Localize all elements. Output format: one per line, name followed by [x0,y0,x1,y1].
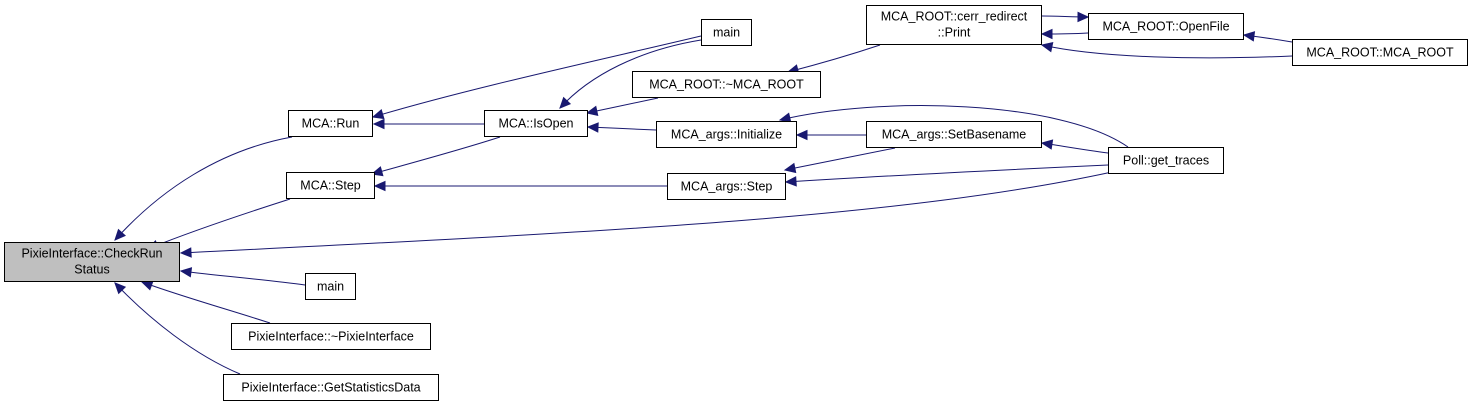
edge-pixie-destructor-to-check-run-status [141,281,271,324]
node-mca-args-step[interactable]: MCA_args::Step [667,173,786,200]
edges-layer [114,11,1293,375]
node-mca-root-destructor-label: MCA_ROOT::~MCA_ROOT [649,77,804,91]
node-mca-root-openfile-label: MCA_ROOT::OpenFile [1102,19,1229,33]
node-mca-isopen[interactable]: MCA::IsOpen [484,110,588,137]
arrowhead-mca-run [371,108,385,120]
node-mca-root-openfile[interactable]: MCA_ROOT::OpenFile [1088,13,1244,40]
arrowhead-mca-isopen [586,122,599,133]
node-pixie-destructor-label: PixieInterface::~PixieInterface [248,329,414,343]
node-cerr-redirect-print-label-2: ::Print [938,25,971,39]
arrowhead-mca-isopen [585,105,599,116]
edge-main-bottom-to-check-run-status [180,270,306,286]
arrowhead-check-run-status [140,280,154,291]
arrowhead-mca-args-step [783,162,797,174]
node-mca-step[interactable]: MCA::Step [286,172,375,199]
edge-mca-run-to-check-run-status [114,136,293,241]
node-main-bottom[interactable]: main [305,273,356,300]
arrowhead-mca-step [373,180,386,192]
node-mca-args-initialize-label: MCA_args::Initialize [671,127,782,141]
node-check-run-status[interactable]: PixieInterface::CheckRun Status [4,242,180,282]
arrowhead-mca-run [372,118,385,130]
arrowhead-check-run-status [114,282,127,295]
node-main-top[interactable]: main [701,19,752,46]
edge-mca-step-to-check-run-status [149,198,291,249]
node-mca-step-label: MCA::Step [300,178,360,192]
edge-poll-get-traces-to-mca-args-step [785,164,1109,183]
edge-mca-isopen-to-mca-step [371,136,501,175]
node-main-top-label: main [713,25,740,39]
node-cerr-redirect-print-label-1: MCA_ROOT::cerr_redirect [881,9,1028,23]
edge-get-statistics-data-to-check-run-status [114,282,241,375]
node-check-run-status-label-2: Status [74,262,109,276]
node-mca-root-constructor[interactable]: MCA_ROOT::MCA_ROOT [1292,39,1468,66]
node-poll-get-traces[interactable]: Poll::get_traces [1108,147,1224,174]
arrowhead-check-run-status [114,228,126,241]
arrowhead-mca-args-setbasename [1040,139,1054,150]
node-mca-args-setbasename-label: MCA_args::SetBasename [882,127,1027,141]
arrowhead-cerr-redirect-print [1040,28,1053,40]
edge-cerr-redirect-print-to-mca-root-destructor [787,44,881,73]
edge-main-top-to-mca-isopen [559,39,702,109]
arrowhead-mca-args-initialize [795,129,808,141]
edge-poll-get-traces-to-mca-args-initialize [779,105,1129,148]
node-mca-args-initialize[interactable]: MCA_args::Initialize [656,121,797,148]
node-mca-run[interactable]: MCA::Run [288,110,373,137]
edge-mca-root-destructor-to-mca-isopen [586,97,659,114]
node-cerr-redirect-print[interactable]: MCA_ROOT::cerr_redirect ::Print [866,5,1042,45]
edge-mca-root-constructor-to-cerr-redirect-print [1041,44,1293,59]
node-mca-root-destructor[interactable]: MCA_ROOT::~MCA_ROOT [632,71,821,98]
node-get-statistics-data-label: PixieInterface::GetStatisticsData [241,380,420,394]
arrowhead-check-run-status [179,267,193,278]
node-pixie-destructor[interactable]: PixieInterface::~PixieInterface [231,323,431,350]
arrowhead-mca-args-step [784,176,797,187]
node-mca-run-label: MCA::Run [302,116,360,130]
edge-poll-get-traces-to-check-run-status [180,171,1113,254]
arrowhead-mca-root-openfile [1077,11,1090,23]
arrowhead-mca-isopen [559,96,572,109]
node-get-statistics-data[interactable]: PixieInterface::GetStatisticsData [223,374,439,401]
arrowhead-cerr-redirect-print [1040,42,1054,53]
edge-mca-args-setbasename-to-mca-args-step [784,147,896,171]
node-poll-get-traces-label: Poll::get_traces [1123,153,1209,167]
node-mca-isopen-label: MCA::IsOpen [498,116,573,130]
edge-main-top-to-mca-run [372,35,702,118]
node-mca-root-constructor-label: MCA_ROOT::MCA_ROOT [1306,45,1454,59]
nodes-layer: PixieInterface::CheckRun Status MCA::Run… [4,5,1468,401]
arrowhead-mca-args-initialize [778,112,792,123]
node-main-bottom-label: main [317,279,344,293]
arrowhead-mca-root-openfile [1242,31,1256,42]
node-check-run-status-label-1: PixieInterface::CheckRun [21,246,162,260]
arrowhead-check-run-status [179,247,192,258]
node-mca-args-step-label: MCA_args::Step [681,179,773,193]
node-mca-args-setbasename[interactable]: MCA_args::SetBasename [866,121,1042,148]
